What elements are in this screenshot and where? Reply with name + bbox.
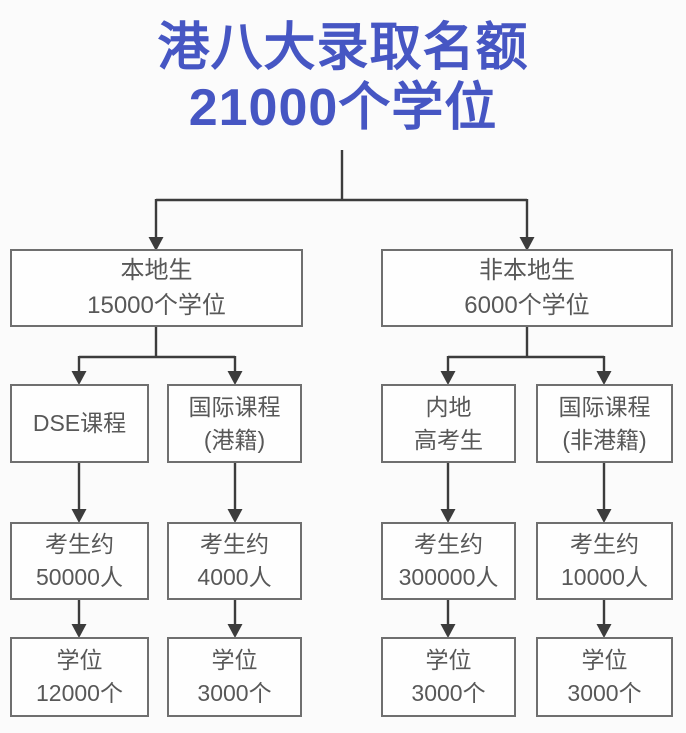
page-title: 港八大录取名额 21000个学位: [157, 19, 529, 137]
node-international-hk-program: 国际课程 (港籍): [167, 384, 302, 463]
nonlocal-split-connector: [440, 327, 612, 385]
node-international-hk-seats: 学位 3000个: [167, 637, 302, 717]
node-international-hk-candidates: 考生约 4000人: [167, 522, 302, 600]
candidates-to-seats-arrows: [71, 600, 612, 638]
node-international-nonhk-candidates: 考生约 10000人: [536, 522, 673, 600]
node-mainland-seats: 学位 3000个: [381, 637, 516, 717]
node-nonlocal-students: 非本地生 6000个学位: [381, 249, 673, 327]
node-dse-program: DSE课程: [10, 384, 149, 463]
node-mainland-candidates: 考生约 300000人: [381, 522, 516, 600]
node-international-nonhk-seats: 学位 3000个: [536, 637, 673, 717]
node-mainland-gaokao-program: 内地 高考生: [381, 384, 516, 463]
node-international-nonhk-program: 国际课程 (非港籍): [536, 384, 673, 463]
node-local-students: 本地生 15000个学位: [10, 249, 303, 327]
program-to-candidates-arrows: [71, 463, 612, 523]
node-dse-seats: 学位 12000个: [10, 637, 149, 717]
local-split-connector: [71, 327, 243, 385]
title-split-connector: [148, 150, 535, 251]
node-dse-candidates: 考生约 50000人: [10, 522, 149, 600]
